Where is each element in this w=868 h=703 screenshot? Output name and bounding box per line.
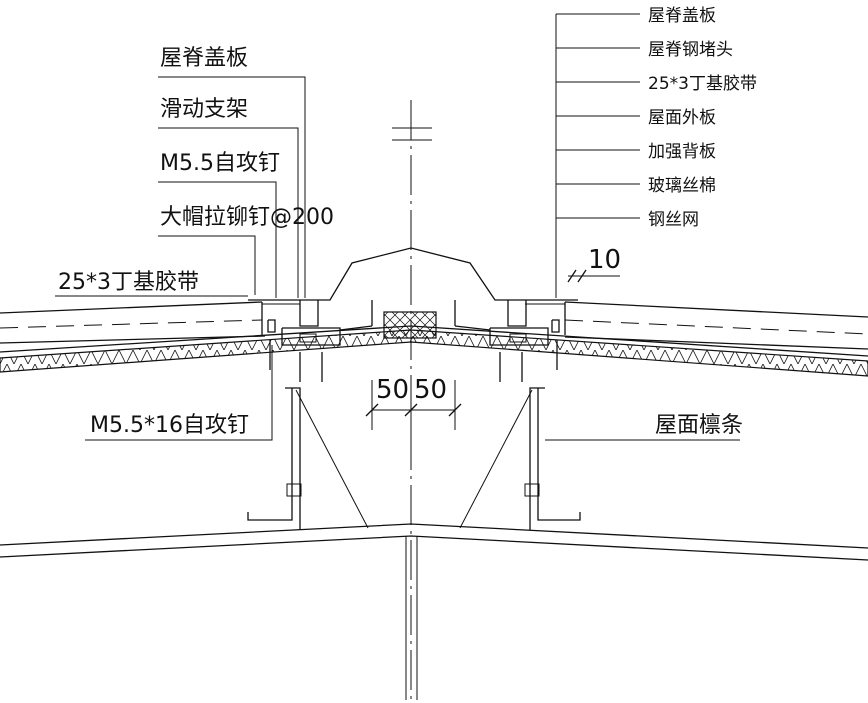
dim-right-50: 50 <box>414 375 447 405</box>
label-reinforcing-plate: 加强背板 <box>648 142 716 162</box>
self-tapping-screws <box>269 340 558 382</box>
label-butyl-tape-right: 25*3丁基胶带 <box>648 74 757 94</box>
label-sliding-bracket: 滑动支架 <box>160 97 248 122</box>
label-ridge-cap-left: 屋脊盖板 <box>160 46 248 71</box>
left-purlin <box>247 387 369 530</box>
dim-gap-10: 10 <box>588 245 621 275</box>
main-rafter <box>0 523 868 700</box>
right-leaders <box>545 13 740 441</box>
right-sliding-bracket <box>454 300 560 346</box>
ridge-cap-flashing <box>248 247 578 305</box>
left-sliding-bracket <box>267 300 373 346</box>
label-ridge-cap-right: 屋脊盖板 <box>648 6 716 26</box>
label-glass-wool: 玻璃丝棉 <box>648 176 716 196</box>
label-butyl-tape-left: 25*3丁基胶带 <box>58 270 199 295</box>
label-wire-mesh: 钢丝网 <box>648 210 699 230</box>
right-purlin <box>459 387 581 530</box>
left-leaders <box>55 76 306 441</box>
label-m55-screw: M5.5自攻钉 <box>160 151 280 176</box>
dimension-lines <box>365 269 620 430</box>
label-m55x16-screw: M5.5*16自攻钉 <box>90 413 249 438</box>
roof-outer-panel <box>0 301 868 350</box>
dim-left-50: 50 <box>376 375 409 405</box>
ridge-filler-block <box>383 311 437 339</box>
label-ridge-steel-closure: 屋脊钢堵头 <box>648 40 733 60</box>
label-roof-purlin: 屋面檩条 <box>655 413 743 438</box>
label-blind-rivet: 大帽拉铆钉@200 <box>160 205 334 230</box>
label-outer-panel: 屋面外板 <box>648 108 716 128</box>
